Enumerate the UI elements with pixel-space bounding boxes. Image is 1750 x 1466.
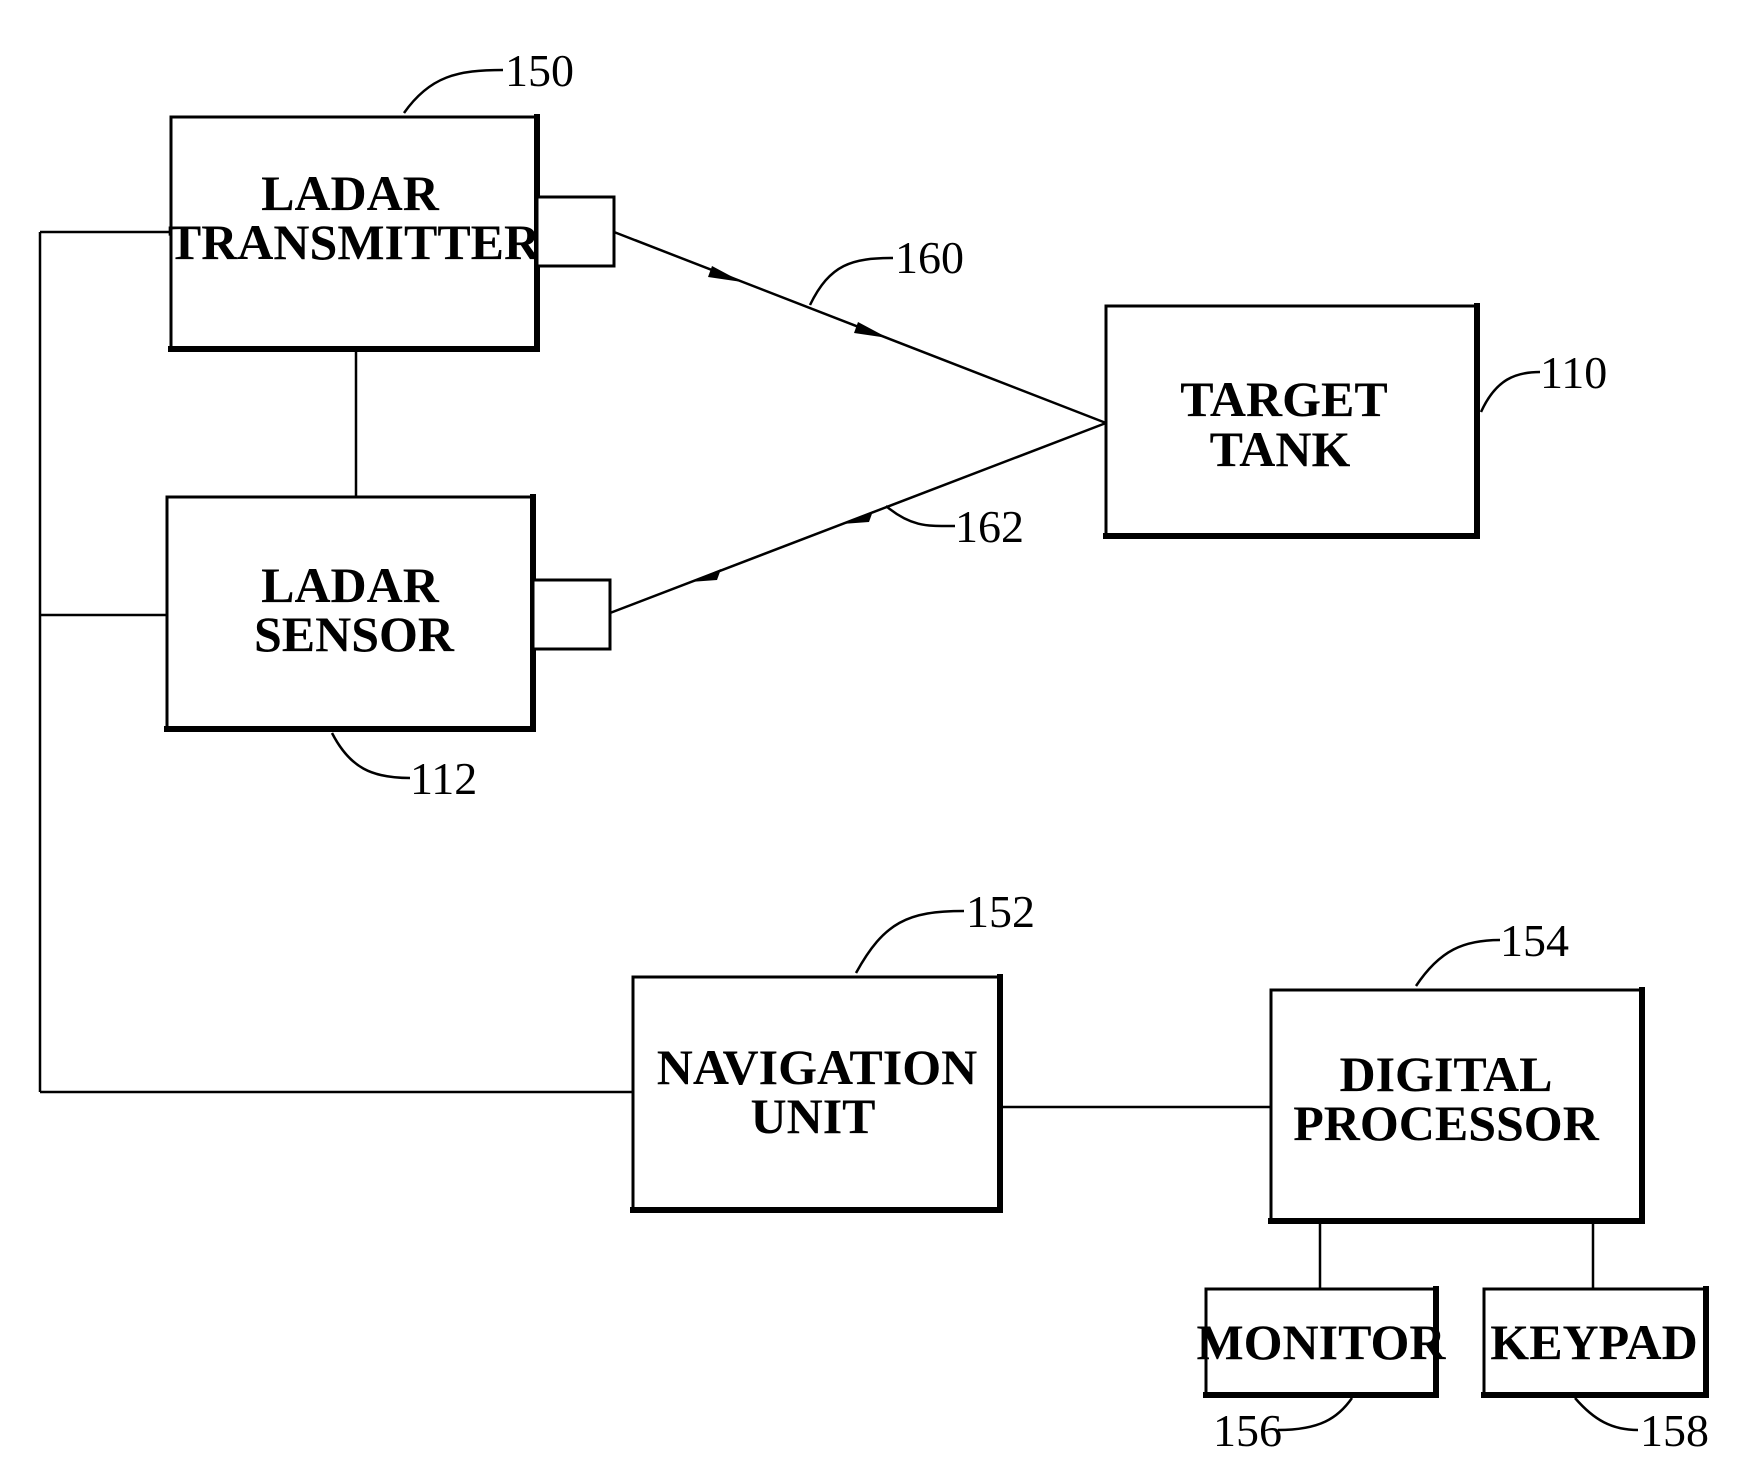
ref-150: 150 bbox=[505, 45, 574, 96]
ref-152-leader bbox=[856, 911, 964, 973]
ref-156-leader bbox=[1278, 1398, 1352, 1430]
ladar-sensor-block: LADAR SENSOR bbox=[167, 497, 610, 729]
ladar-transmitter-label-line2: TRANSMITTER bbox=[168, 214, 541, 270]
transmitter-aperture bbox=[537, 197, 614, 266]
ref-154: 154 bbox=[1500, 915, 1569, 966]
outgoing-beam-arrow-1 bbox=[708, 266, 742, 282]
ref-112: 112 bbox=[410, 753, 477, 804]
laser-beams bbox=[610, 232, 1106, 613]
monitor-block: MONITOR bbox=[1196, 1289, 1446, 1395]
keypad-label: KEYPAD bbox=[1490, 1314, 1697, 1370]
target-tank-block: TARGET TANK bbox=[1106, 306, 1477, 536]
ref-154-leader bbox=[1416, 940, 1500, 986]
ladar-sensor-label-line2: SENSOR bbox=[254, 606, 455, 662]
ref-162: 162 bbox=[955, 501, 1024, 552]
ladar-transmitter-label-line1: LADAR bbox=[261, 165, 440, 221]
digital-processor-label-line1: DIGITAL bbox=[1339, 1046, 1552, 1102]
ref-158: 158 bbox=[1640, 1405, 1709, 1456]
ref-160: 160 bbox=[895, 232, 964, 283]
ref-152: 152 bbox=[966, 886, 1035, 937]
ref-156: 156 bbox=[1213, 1405, 1282, 1456]
navigation-unit-label-line2: UNIT bbox=[750, 1088, 875, 1144]
target-tank-label-line1: TARGET bbox=[1180, 371, 1387, 427]
ref-160-leader bbox=[810, 258, 893, 305]
navigation-unit-label-line1: NAVIGATION bbox=[657, 1039, 977, 1095]
digital-processor-block: DIGITAL PROCESSOR bbox=[1271, 990, 1642, 1221]
navigation-unit-block: NAVIGATION UNIT bbox=[633, 977, 1000, 1210]
ref-110-leader bbox=[1481, 372, 1540, 412]
ref-158-leader bbox=[1575, 1398, 1638, 1430]
ladar-transmitter-block: LADAR TRANSMITTER bbox=[168, 117, 614, 349]
digital-processor-label-line2: PROCESSOR bbox=[1293, 1095, 1600, 1151]
ref-110: 110 bbox=[1540, 347, 1607, 398]
target-tank-label-line2: TANK bbox=[1210, 421, 1351, 477]
monitor-label: MONITOR bbox=[1196, 1314, 1446, 1370]
ladar-sensor-label-line1: LADAR bbox=[261, 557, 440, 613]
ref-112-leader bbox=[332, 733, 410, 778]
ref-150-leader bbox=[404, 70, 503, 113]
ref-162-leader bbox=[886, 506, 955, 526]
keypad-block: KEYPAD bbox=[1484, 1289, 1706, 1395]
sensor-aperture bbox=[533, 580, 610, 649]
outgoing-beam-arrow-2 bbox=[854, 322, 888, 338]
